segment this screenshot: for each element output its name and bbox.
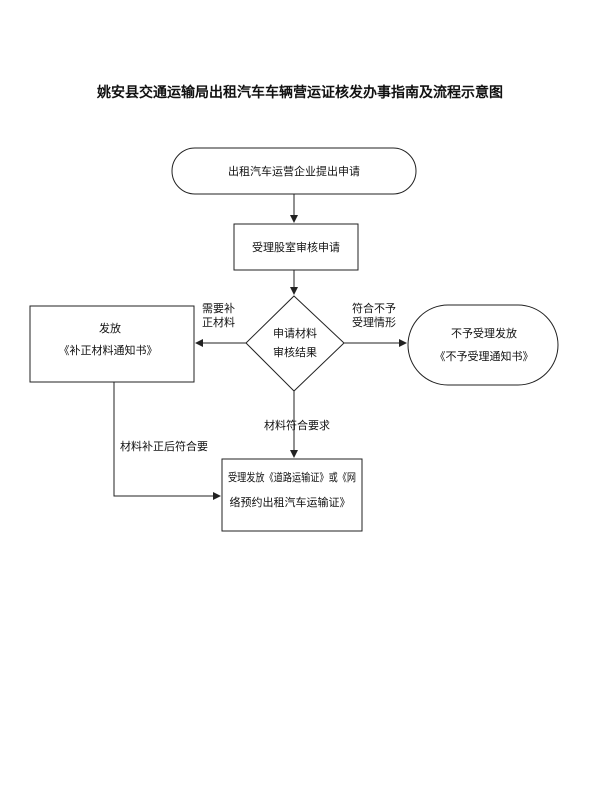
supplement-notice-line1: 发放 (99, 321, 121, 335)
reject-notice-line2: 《不予受理通知书》 (435, 349, 534, 363)
edge-label-after-supplement: 材料补正后符合要 (120, 439, 208, 453)
edge-label-need-supplement-line1: 需要补 (202, 302, 235, 315)
reject-notice-line1: 不予受理发放 (451, 326, 517, 340)
edge-label-meets-requirements: 材料符合要求 (264, 418, 330, 432)
page-title: 姚安县交通运输局出租汽车车辆营运证核发办事指南及流程示意图 (97, 85, 503, 101)
issue-certificate-line1: 受理发放《道路运输证》或《网 (228, 470, 356, 484)
issue-certificate-box (221, 458, 363, 532)
decision-label-line2: 审核结果 (273, 345, 317, 359)
supplement-notice-box (29, 305, 195, 383)
decision-label-line1: 申请材料 (273, 326, 317, 340)
start-terminal-label: 出租汽车运营企业提出申请 (228, 164, 360, 178)
edge-label-need-supplement-line2: 正材料 (202, 315, 235, 329)
supplement-notice-line2: 《补正材料通知书》 (59, 343, 158, 357)
accept-review-label: 受理股室审核申请 (252, 240, 340, 254)
issue-certificate-line2: 络预约出租汽车运输证》 (230, 495, 351, 509)
decision-diamond (245, 295, 345, 392)
accept-review-box (233, 223, 359, 271)
arrow-supplement-to-issue (113, 382, 221, 500)
reject-notice-terminal (407, 304, 559, 386)
edge-label-not-accepted-line1: 符合不予 (352, 301, 396, 315)
edge-label-not-accepted-line2: 受理情形 (352, 316, 396, 329)
